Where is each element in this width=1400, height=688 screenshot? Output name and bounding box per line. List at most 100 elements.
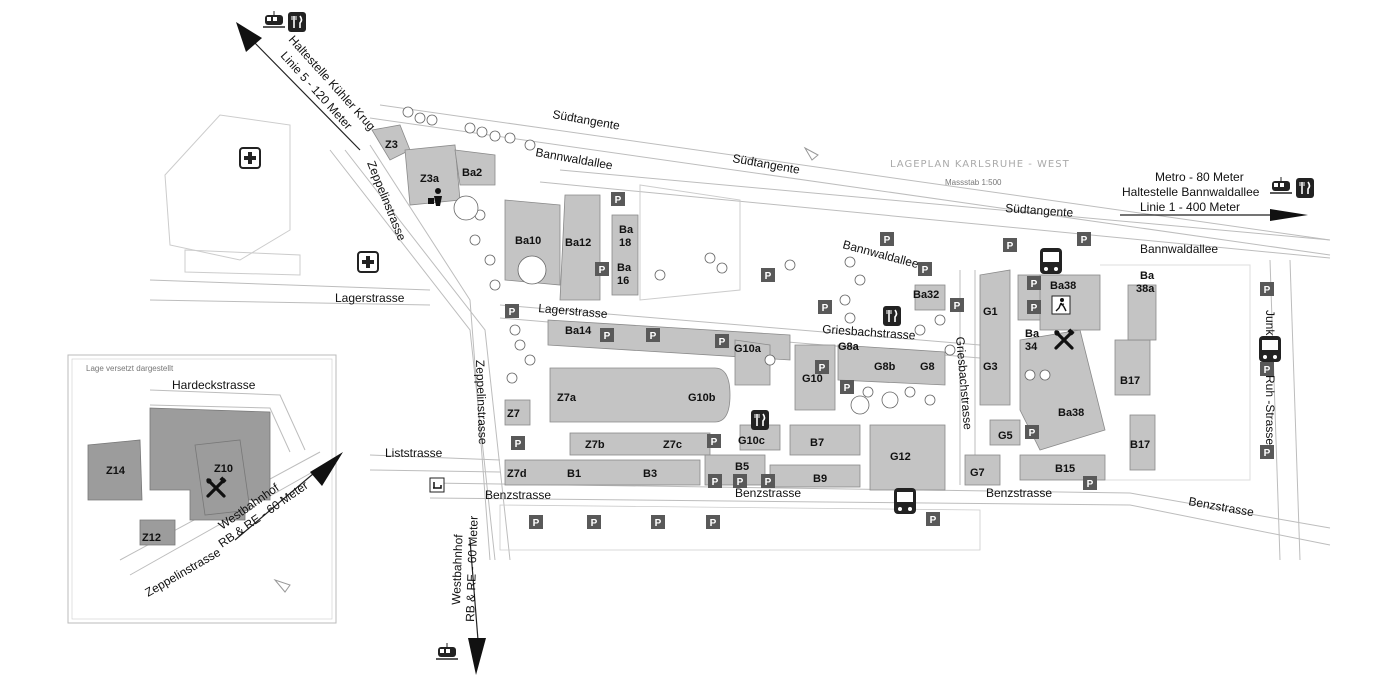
building-label: G8 [920,361,935,373]
parking-icon [840,380,854,394]
street-label-bannwaldallee: Bannwaldallee [1140,242,1218,256]
parking-icon [1003,238,1017,252]
parking-icon [1025,425,1039,439]
street-label-lagerstrasse: Lagerstrasse [335,291,405,305]
parking-icon [1260,445,1274,459]
street-label-benzstrasse: Benzstrasse [986,486,1052,500]
building-label: Ba38 [1050,280,1076,292]
building-label: Ba [1025,328,1040,340]
building-label: B17 [1120,375,1140,387]
metro-distance-label: Metro - 80 Meter [1155,170,1244,184]
parking-icon [707,434,721,448]
parking-icon [646,328,660,342]
tram-icon [435,642,459,660]
street-label-griesbachstrasse: Griesbachstrasse [953,336,975,431]
building-labels: Z3 Z3a Ba2 Ba10 Ba12 Ba 18 Ba 16 Ba14 G1… [106,139,1155,544]
first-aid-icon [357,251,379,273]
direction-arrow-icon [1270,209,1308,221]
westbahnhof-label: Westbahnhof [449,533,465,605]
parking-icon [715,334,729,348]
street-label-suedtangente: Südtangente [551,107,621,133]
direction-arrow-icon [236,22,262,52]
building-label: Ba38 [1058,407,1084,419]
map-title: LAGEPLAN KARLSRUHE - WEST [890,159,1070,170]
street-label-suedtangente: Südtangente [731,151,801,177]
building-label: B1 [567,468,581,480]
parking-icon [505,304,519,318]
building-label: 34 [1025,341,1038,353]
building-label: G8b [874,361,896,373]
building-label: Z7 [507,408,520,420]
parking-icon [926,512,940,526]
building-label: Z3 [385,139,398,151]
bus-icon [1040,248,1062,274]
building-label: Ba12 [565,237,591,249]
building-label: G3 [983,361,998,373]
street-label-benzstrasse: Benzstrasse [485,488,551,502]
building-label: Ba2 [462,167,482,179]
parking-icon [733,474,747,488]
parking-icon [1260,362,1274,376]
street-label-junkers: Junk [1263,310,1277,336]
chair-icon [429,477,445,493]
building-label: Ba [617,262,632,274]
building-label: Ba10 [515,235,541,247]
direction-labels: Haltestelle Kühler Krug Linie 5 - 120 Me… [216,33,1260,622]
building-label: G8a [838,341,860,353]
inset-map: Lage versetzt dargestellt [67,354,337,624]
parking-icon [511,436,525,450]
street-label-liststrasse: Liststrasse [385,446,443,460]
parking-icon [529,515,543,529]
inset-note: Lage versetzt dargestellt [86,364,174,373]
street-label-benzstrasse: Benzstrasse [735,486,801,500]
bus-icon [1259,336,1281,362]
parking-icon [818,300,832,314]
parking-icon [1027,276,1041,290]
parking-icon [880,232,894,246]
parking-icon [587,515,601,529]
building-label: B5 [735,461,749,473]
parking-icon [1083,476,1097,490]
buildings [371,124,1157,491]
building-label: Z14 [106,465,126,477]
building-label: 16 [617,275,629,287]
building-label: G12 [890,451,911,463]
building-label: B3 [643,468,657,480]
street-label-suedtangente: Südtangente [1005,201,1074,220]
building-label: Z7d [507,468,527,480]
restaurant-icon [287,11,307,33]
tram-icon [1269,176,1293,194]
street-label-benzstrasse: Benzstrasse [1187,494,1255,519]
building-label: G10a [734,343,762,355]
parking-icon [611,192,625,206]
bannwaldallee-stop-label: Haltestelle Bannwaldallee [1122,185,1260,199]
map-scale: Massstab 1:500 [945,178,1002,187]
street-label-hardeckstrasse: Hardeckstrasse [172,378,256,392]
trees [402,106,1051,415]
street-label-ruhstrasse: Ruh -Strasse [1263,375,1277,445]
westbahnhof-distance-label: RB & RE - 60 Meter [463,516,481,622]
parking-icon [600,328,614,342]
tram-icon [262,10,286,28]
building-label: Ba14 [565,325,592,337]
building-label: Z7b [585,439,605,451]
parking-icon [1077,232,1091,246]
building-label: Z12 [142,532,161,544]
parking-icon [1027,300,1041,314]
building-label: B15 [1055,463,1075,475]
building-label: G7 [970,467,985,479]
parking-icon [815,360,829,374]
street-label-bannwaldallee: Bannwaldallee [534,145,614,172]
parking-icon [595,262,609,276]
parking-icon [651,515,665,529]
parking-icon [1260,282,1274,296]
building-label: Z3a [420,173,440,185]
building-label: G1 [983,306,998,318]
direction-arrows [234,22,1308,675]
street-label-griesbachstrasse: Griesbachstrasse [822,322,916,343]
direction-arrow-icon [310,452,343,486]
parking-icon [950,298,964,312]
parking-icon [918,262,932,276]
